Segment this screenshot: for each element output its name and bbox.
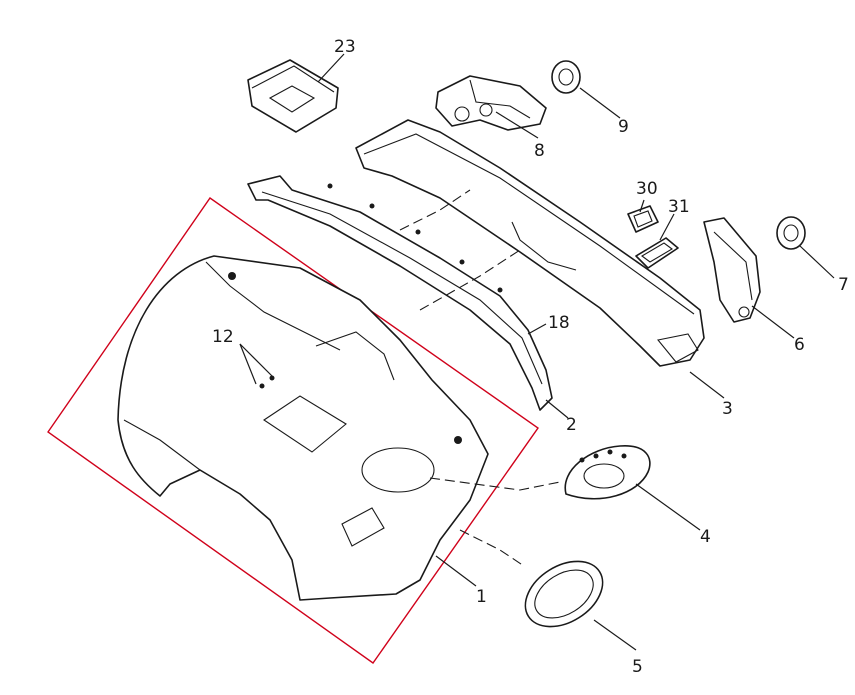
callouts: 23 8 9 30 31 7 6 18 12 3 2 4 1 5 — [212, 37, 849, 677]
part-8-bracket[interactable] — [435, 75, 547, 131]
callout-9: 9 — [618, 117, 629, 137]
callout-31: 31 — [668, 197, 690, 217]
callout-7: 7 — [838, 275, 849, 295]
part-5-gasket-ring[interactable] — [514, 548, 615, 640]
bolts — [228, 183, 627, 463]
part-30-gasket[interactable] — [627, 205, 659, 233]
callout-12: 12 — [212, 327, 234, 347]
highlight-box-part-1 — [47, 197, 539, 664]
part-9-cap[interactable] — [551, 60, 581, 94]
callout-5: 5 — [632, 657, 643, 677]
part-1-rear-fender[interactable] — [117, 255, 489, 601]
part-2-trim-strip[interactable] — [247, 175, 553, 411]
callout-3: 3 — [722, 399, 733, 419]
assembly-lines — [399, 189, 561, 567]
part-7-cap[interactable] — [776, 216, 806, 250]
callout-18: 18 — [548, 313, 570, 333]
callout-2: 2 — [566, 415, 577, 435]
callout-6: 6 — [794, 335, 805, 355]
part-4-plate[interactable] — [564, 445, 651, 500]
callout-23: 23 — [334, 37, 356, 57]
callout-8: 8 — [534, 141, 545, 161]
part-31-reflector[interactable] — [635, 237, 679, 269]
part-3-bumper-beam[interactable] — [355, 119, 705, 367]
callout-1: 1 — [476, 587, 487, 607]
part-23-cover[interactable] — [247, 59, 339, 133]
callout-4: 4 — [700, 527, 711, 547]
callout-30: 30 — [636, 179, 658, 199]
part-6-side-bracket[interactable] — [703, 217, 761, 323]
leader-lines — [239, 53, 835, 651]
